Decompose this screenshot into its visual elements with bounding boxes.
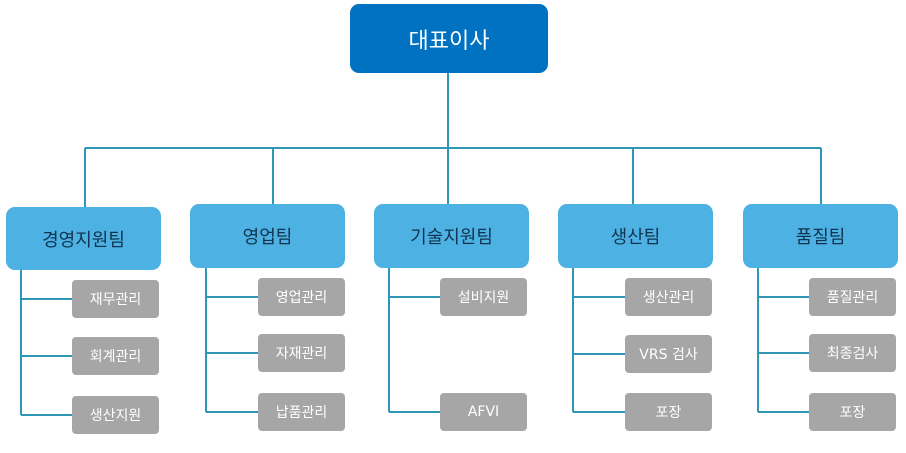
sub-node: 생산지원 [72,396,159,434]
ceo-node: 대표이사 [350,4,548,73]
sub-node: 포장 [625,393,712,431]
team-node-technical-support: 기술지원팀 [374,204,529,268]
team-node-sales: 영업팀 [190,204,345,268]
sub-node: 최종검사 [809,334,896,372]
sub-node: 재무관리 [72,280,159,318]
sub-node: 설비지원 [440,278,527,316]
sub-node: VRS 검사 [625,335,712,373]
sub-node: AFVI [440,393,527,431]
team-node-management-support: 경영지원팀 [6,207,161,270]
sub-node: 품질관리 [809,278,896,316]
sub-node: 생산관리 [625,278,712,316]
sub-node: 납품관리 [258,393,345,431]
team-node-production: 생산팀 [558,204,713,268]
sub-node: 포장 [809,393,896,431]
sub-node: 영업관리 [258,278,345,316]
sub-node: 자재관리 [258,334,345,372]
sub-node: 회계관리 [72,337,159,375]
team-node-quality: 품질팀 [743,204,898,268]
